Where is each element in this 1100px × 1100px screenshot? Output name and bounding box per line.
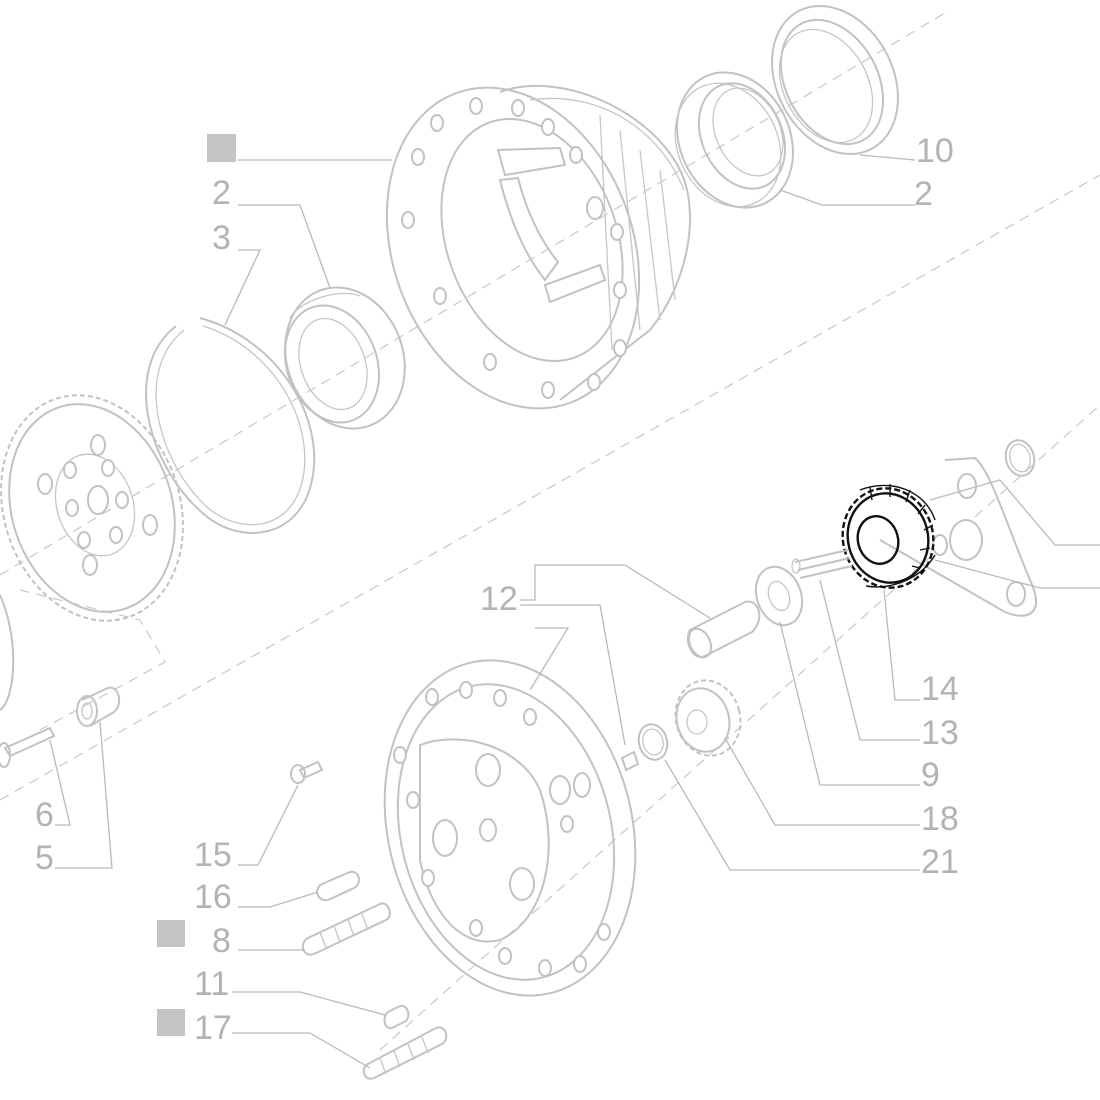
part-14-planet-gear-highlighted: [841, 484, 936, 589]
callout-16: 16: [194, 878, 232, 916]
part-13-needle-rollers: [791, 549, 853, 579]
part-12-planet-pin: [686, 600, 761, 659]
part-8-stud: [301, 902, 391, 956]
part-2-bearing-right: [674, 71, 794, 209]
housing-bolt-holes: [401, 97, 627, 399]
leader-lines: [49, 154, 1100, 1069]
part-planet-carrier: [383, 659, 637, 997]
callout-2-right: 2: [914, 175, 933, 213]
callout-9: 9: [921, 756, 940, 794]
markers: [157, 134, 236, 1036]
part-11-nut: [383, 1004, 410, 1030]
marker-housing: [207, 134, 236, 162]
callout-13: 13: [921, 714, 959, 752]
marker-8: [157, 920, 185, 947]
callout-12: 12: [480, 580, 518, 618]
part-3-snap-ring: [145, 317, 316, 534]
callout-11: 11: [194, 965, 229, 1003]
callout-21: 21: [921, 843, 959, 881]
part-ring-gear: [0, 394, 184, 711]
callout-6: 6: [35, 796, 54, 834]
callout-18: 18: [921, 800, 959, 838]
part-2-bearing-left: [283, 286, 406, 430]
callout-10: 10: [916, 132, 954, 170]
callout-labels: 10 2 2 3 12 14 13 9 18 21 6 5 15 16 8 11…: [35, 132, 959, 1047]
part-18-sun-gear: [674, 679, 742, 757]
part-housing: [385, 84, 691, 410]
part-bracket-plate: [879, 456, 1037, 617]
part-9-thrust-washer: [754, 565, 804, 627]
marker-17: [157, 1009, 185, 1036]
part-small-snap-ring: [1004, 439, 1036, 477]
callout-14: 14: [921, 670, 959, 708]
part-5-bushing: [76, 686, 121, 727]
part-21-circlip: [637, 723, 669, 761]
callout-17: 17: [194, 1009, 232, 1047]
part-16-dowel-pin: [316, 870, 360, 902]
part-15-screw: [290, 760, 324, 784]
callout-15: 15: [194, 836, 232, 874]
carrier-bolt-holes: [393, 681, 611, 977]
callout-2-left: 2: [212, 174, 231, 212]
part-17-stud: [362, 1026, 448, 1080]
part-plug: [620, 750, 640, 772]
part-10-ring: [771, 4, 899, 156]
part-6-bolt: [0, 726, 56, 768]
callout-5: 5: [35, 839, 54, 877]
callout-8: 8: [212, 922, 231, 960]
callout-3: 3: [212, 219, 231, 257]
